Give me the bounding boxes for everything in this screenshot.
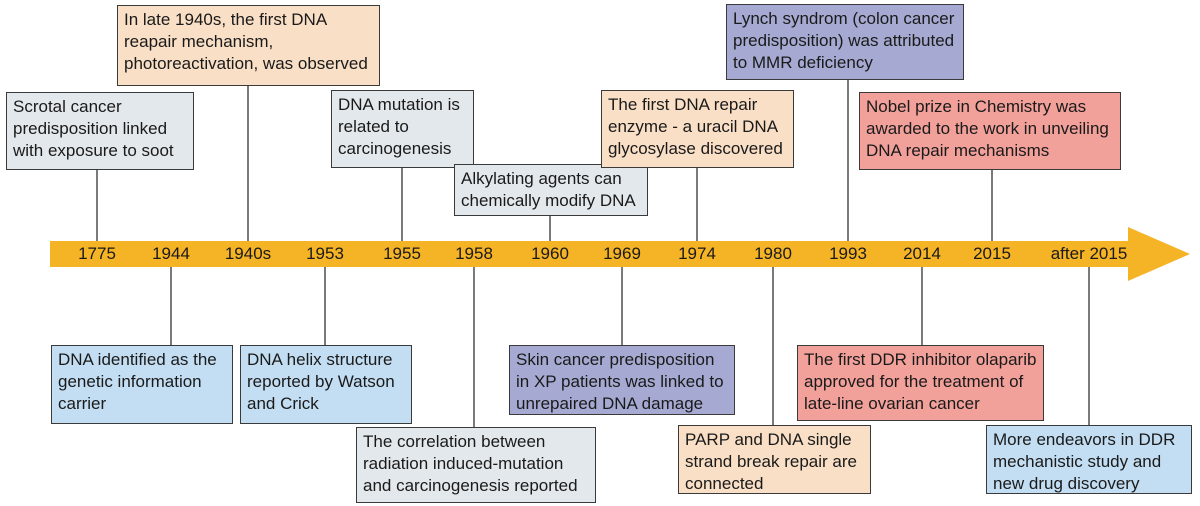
event-box-1944: DNA identified as the genetic informatio…	[51, 345, 233, 424]
year-after-2015: after 2015	[1050, 244, 1128, 263]
event-box-after-2015: More endeavors in DDR mechanistic study …	[986, 425, 1192, 494]
event-box-1958: The correlation between radiation induce…	[356, 427, 596, 503]
event-box-1980: PARP and DNA single strand break repair …	[678, 425, 871, 494]
event-box-2014: The first DDR inhibitor olaparib approve…	[797, 345, 1044, 421]
event-box-2015: Nobel prize in Chemistry was awarded to …	[859, 92, 1121, 170]
year-1974: 1974	[678, 244, 716, 263]
year-1980: 1980	[754, 244, 792, 263]
year-1993: 1993	[829, 244, 867, 263]
year-1955: 1955	[383, 244, 421, 263]
event-box-1940s: In late 1940s, the first DNA reapair mec…	[117, 5, 380, 86]
timeline-arrow	[50, 227, 1190, 281]
event-box-1953: DNA helix structure reported by Watson a…	[240, 345, 412, 424]
year-1775: 1775	[78, 244, 116, 263]
event-box-1969: Skin cancer predisposition in XP patient…	[509, 345, 735, 415]
event-box-1955: DNA mutation is related to carcinogenesi…	[331, 90, 474, 168]
year-1953: 1953	[306, 244, 344, 263]
year-1944: 1944	[152, 244, 190, 263]
year-1958: 1958	[455, 244, 493, 263]
year-1940s: 1940s	[224, 244, 272, 263]
event-box-1993: Lynch syndrom (colon cancer predispositi…	[726, 4, 964, 80]
year-1960: 1960	[531, 244, 569, 263]
event-box-1960: Alkylating agents can chemically modify …	[454, 164, 648, 216]
connector-lines	[96, 80, 1090, 427]
year-2014: 2014	[903, 244, 941, 263]
year-1969: 1969	[603, 244, 641, 263]
year-2015: 2015	[973, 244, 1011, 263]
event-box-1974: The first DNA repair enzyme - a uracil D…	[601, 90, 794, 168]
event-box-1775: Scrotal cancer predisposition linked wit…	[6, 92, 194, 170]
